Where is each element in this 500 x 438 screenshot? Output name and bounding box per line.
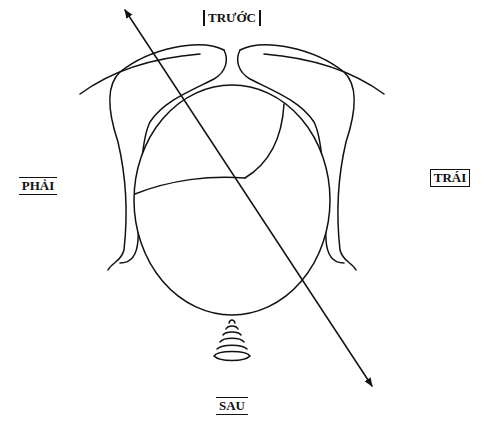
direction-label: PHẢI bbox=[19, 177, 58, 196]
coccyx bbox=[226, 326, 238, 329]
coccyx bbox=[229, 320, 235, 323]
coccyx bbox=[214, 352, 250, 361]
coccyx bbox=[217, 345, 247, 349]
direction-label: SAU bbox=[216, 397, 248, 416]
suture-line bbox=[135, 177, 245, 194]
fetal-head bbox=[134, 85, 330, 315]
coccyx bbox=[223, 332, 241, 335]
direction-label: TRÁI bbox=[430, 169, 471, 188]
suture-line bbox=[245, 104, 284, 178]
coccyx bbox=[220, 338, 244, 342]
axis-arrow bbox=[125, 10, 372, 386]
direction-label: TRƯỚC bbox=[203, 10, 261, 27]
